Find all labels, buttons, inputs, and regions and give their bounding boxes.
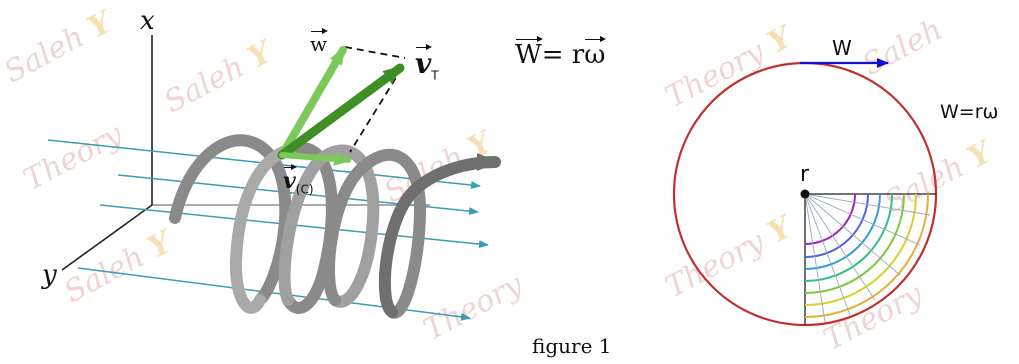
center-label: r (800, 162, 810, 187)
velocity-label: W (832, 36, 852, 60)
axis-x-label: x (140, 6, 155, 36)
equation-rhs-r: = r (541, 40, 585, 70)
radius-lines (804, 193, 936, 325)
vector-w-label: w (310, 28, 329, 56)
vector-w (278, 46, 347, 159)
vector-vC-subscript: (C) (295, 182, 314, 197)
equation-lhs: W (515, 36, 543, 70)
arc-fan (804, 193, 931, 323)
equation-w-r-omega: W= rω (515, 36, 607, 70)
y-axis (61, 204, 153, 271)
axis-y-label: y (42, 260, 57, 290)
vector-vT-label: vT (415, 44, 439, 83)
vector-vT-subscript: T (431, 68, 439, 83)
vector-vC (279, 151, 352, 166)
vector-vT (277, 63, 405, 160)
right-equation: W=rω (940, 101, 999, 123)
equation-rhs-omega: ω (584, 36, 607, 70)
center-point (800, 189, 810, 199)
velocity-vectors (277, 46, 405, 166)
figure-caption: figure 1 (532, 334, 612, 358)
helix (169, 134, 501, 319)
vector-vC-label: v(C) (283, 164, 314, 197)
